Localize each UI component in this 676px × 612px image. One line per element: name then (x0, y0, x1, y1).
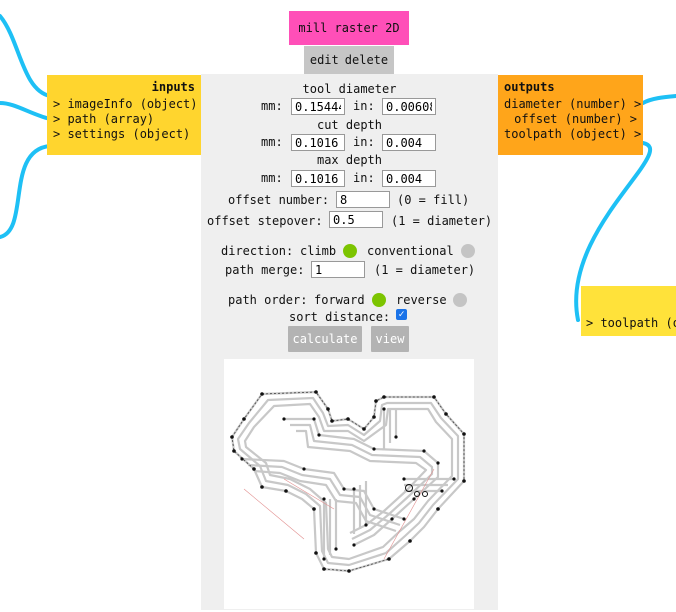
direction-conventional-radio[interactable] (461, 244, 475, 258)
max-depth-in-input[interactable] (382, 170, 436, 187)
max-depth-mm-input[interactable] (291, 170, 345, 187)
path-merge-hint: (1 = diameter) (374, 263, 476, 277)
offset-stepover-label: offset stepover: (207, 214, 323, 228)
input-port-imageinfo[interactable]: > imageInfo (object) (53, 97, 198, 111)
offset-number-input[interactable] (336, 191, 390, 208)
view-button[interactable]: view (371, 326, 409, 352)
max-depth-in-label: in: (353, 171, 375, 185)
offset-number-hint: (0 = fill) (397, 193, 470, 207)
path-order-reverse-label: reverse (396, 293, 447, 307)
wire-left-settings (0, 144, 52, 239)
outputs-port-box: outputs diameter (number) > offset (numb… (498, 75, 643, 155)
edit-button[interactable]: edit (309, 53, 339, 67)
path-order-reverse-radio[interactable] (453, 293, 467, 307)
offset-number-label: offset number: (228, 193, 330, 207)
output-port-diameter[interactable]: diameter (number) > (504, 97, 642, 111)
inputs-port-box: inputs > imageInfo (object) > path (arra… (47, 75, 201, 155)
tool-diameter-mm-input[interactable] (291, 98, 345, 115)
direction-climb-label: climb (300, 244, 337, 258)
cut-depth-in-label: in: (353, 135, 375, 149)
node-title[interactable]: mill raster 2D (289, 11, 409, 45)
cut-depth-mm-label: mm: (261, 135, 283, 149)
delete-button[interactable]: delete (344, 53, 389, 67)
toolpath-preview-drawing (230, 390, 466, 573)
direction-conventional-label: conventional (367, 244, 454, 258)
cut-depth-in-input[interactable] (382, 134, 436, 151)
output-port-toolpath[interactable]: toolpath (object) > (504, 127, 642, 141)
edit-delete-bar: edit delete (304, 46, 394, 74)
input-port-path[interactable]: > path (array) (53, 112, 155, 126)
wire-right-toolpath (574, 141, 653, 322)
tool-diameter-in-input[interactable] (382, 98, 436, 115)
tool-diameter-heading: tool diameter (302, 82, 397, 96)
input-port-settings[interactable]: > settings (object) (53, 127, 191, 141)
sort-distance-label: sort distance: (289, 310, 391, 324)
direction-climb-radio[interactable] (343, 244, 357, 258)
wire-left-top (0, 14, 52, 98)
inputs-header: inputs (151, 80, 195, 94)
sort-distance-checkbox[interactable]: ✓ (396, 309, 407, 320)
toolpath-preview (224, 359, 474, 609)
calculate-button[interactable]: calculate (288, 326, 362, 352)
outputs-header: outputs (504, 80, 555, 94)
path-order-label: path order: (228, 293, 308, 307)
tool-diameter-in-label: in: (353, 99, 375, 113)
wire-left-path (0, 101, 52, 121)
max-depth-mm-label: mm: (261, 171, 283, 185)
toolpath-input-node[interactable]: > toolpath (o (581, 286, 676, 336)
cut-depth-mm-input[interactable] (291, 134, 345, 151)
toolpath-input-port[interactable]: > toolpath (o (586, 316, 676, 330)
wire-right-top (641, 94, 676, 105)
path-order-forward-radio[interactable] (372, 293, 386, 307)
offset-stepover-input[interactable] (329, 211, 383, 228)
output-port-offset[interactable]: offset (number) > (514, 112, 637, 126)
max-depth-heading: max depth (316, 153, 383, 167)
path-merge-label: path merge: (225, 263, 305, 277)
path-merge-input[interactable] (311, 261, 365, 278)
offset-stepover-hint: (1 = diameter) (391, 214, 493, 228)
cut-depth-heading: cut depth (316, 118, 383, 132)
tool-diameter-mm-label: mm: (261, 99, 283, 113)
direction-label: direction: (221, 244, 294, 258)
path-order-forward-label: forward (314, 293, 365, 307)
